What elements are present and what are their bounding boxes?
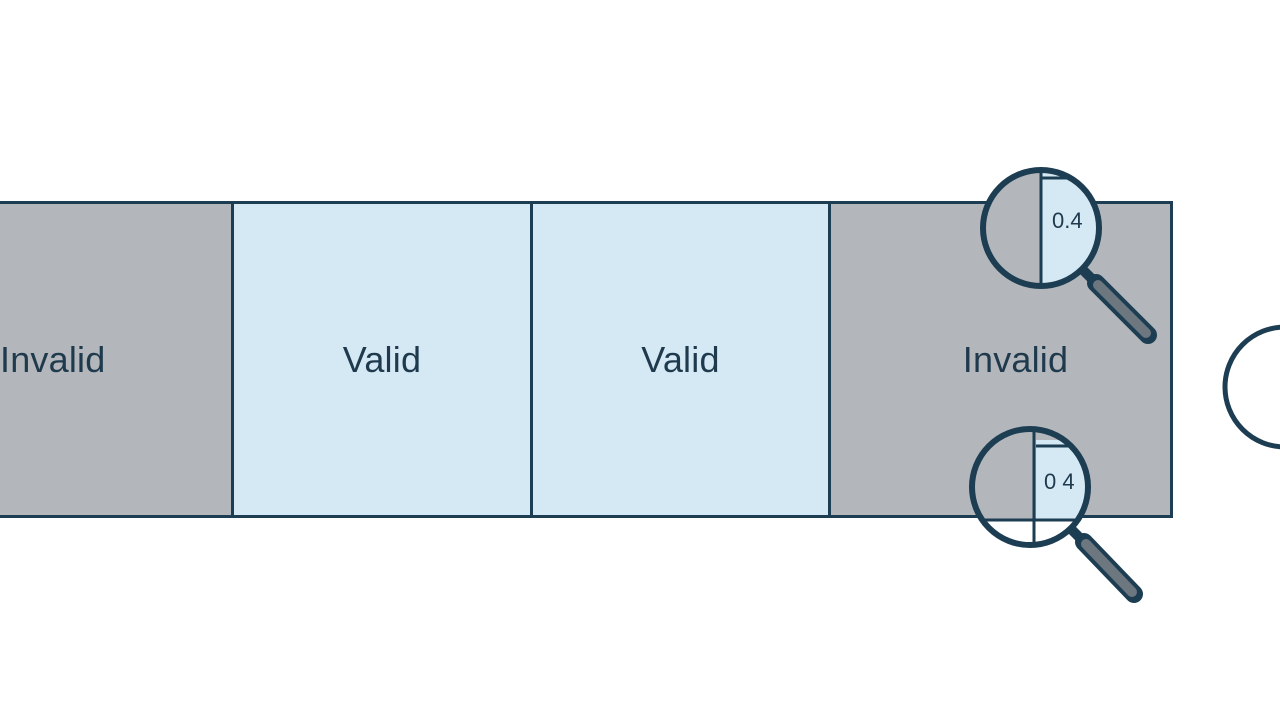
- validity-strip: Invalid Valid Valid Invalid: [0, 201, 1173, 518]
- partial-circle-shape: [1222, 324, 1280, 450]
- cell-invalid-right: Invalid: [831, 204, 1170, 515]
- cell-valid-second: Valid: [533, 204, 831, 515]
- cell-label: Valid: [641, 338, 720, 380]
- cell-label: Invalid: [962, 338, 1069, 380]
- cell-label: Invalid: [0, 338, 106, 380]
- cell-label: Valid: [342, 338, 422, 380]
- cell-invalid-left: Invalid: [0, 204, 234, 515]
- cell-valid-first: Valid: [234, 204, 533, 515]
